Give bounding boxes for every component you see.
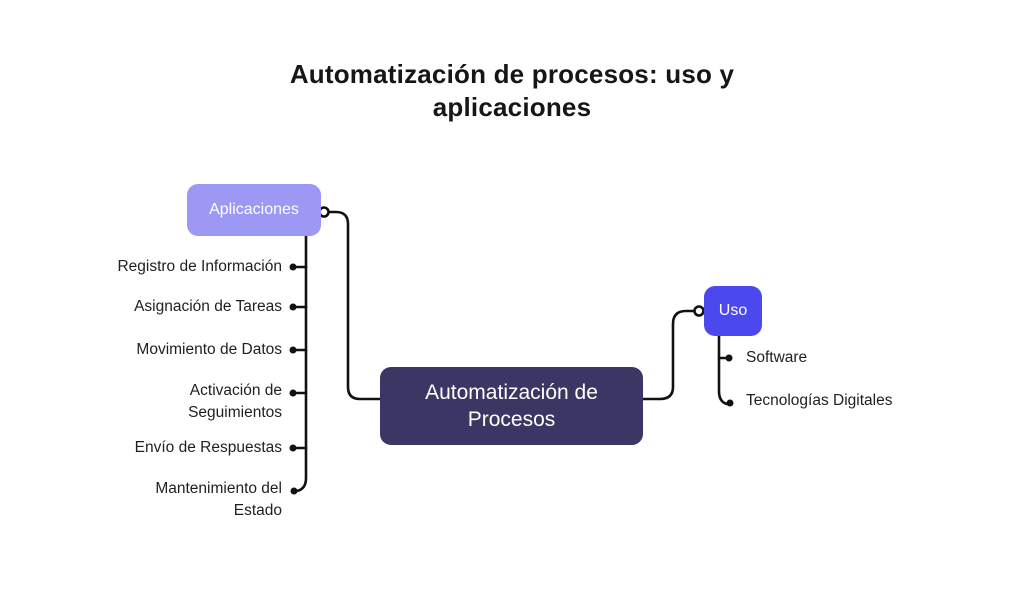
- child-node[interactable]: Movimiento de Datos: [136, 341, 282, 358]
- central-node-label: Automatización de Procesos: [425, 381, 598, 431]
- connector-central-uso: [641, 309, 696, 401]
- connector-anchor-dot: [693, 305, 705, 317]
- child-terminal-dot: [289, 263, 297, 271]
- child-node[interactable]: Envío de Respuestas: [134, 439, 282, 456]
- uso-node-label: Uso: [718, 302, 748, 319]
- child-node[interactable]: Registro de Información: [117, 258, 282, 275]
- child-terminal-dot: [726, 399, 734, 407]
- child-terminal-dot: [289, 303, 297, 311]
- uso-node[interactable]: Uso: [704, 286, 762, 336]
- child-terminal-dot: [289, 346, 297, 354]
- central-node[interactable]: Automatización de Procesos: [380, 367, 643, 445]
- child-node[interactable]: Mantenimiento del Estado: [155, 480, 282, 519]
- child-terminal-dot: [290, 487, 298, 495]
- page-title: Automatización de procesos: uso y aplica…: [289, 59, 735, 122]
- child-terminal-dot: [289, 389, 297, 397]
- child-node[interactable]: Tecnologías Digitales: [746, 392, 893, 409]
- connector-aplicaciones-central: [327, 210, 382, 401]
- aplicaciones-node[interactable]: Aplicaciones: [187, 184, 321, 236]
- child-terminal-dot: [289, 444, 297, 452]
- child-node[interactable]: Software: [746, 349, 808, 366]
- aplicaciones-node-label: Aplicaciones: [209, 201, 299, 218]
- child-node[interactable]: Asignación de Tareas: [134, 298, 282, 315]
- child-terminal-dot: [725, 354, 733, 362]
- uso-children-spine: [717, 334, 729, 406]
- child-node[interactable]: Activación de Seguimientos: [188, 382, 282, 421]
- aplicaciones-children-spine: [295, 234, 308, 493]
